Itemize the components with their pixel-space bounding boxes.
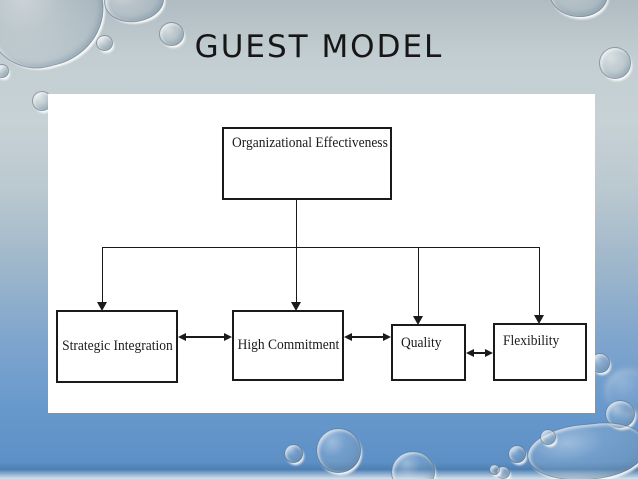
arrowhead-left-icon: [344, 333, 352, 341]
water-droplet-icon: [605, 400, 635, 428]
slide-title: GUEST MODEL: [194, 29, 444, 65]
double-arrow-si-hc: [178, 333, 232, 342]
connector-horizontal-bus: [102, 246, 540, 248]
node-label: High Commitment: [237, 337, 339, 353]
water-droplet-icon: [547, 0, 610, 20]
connector-to-quality: [417, 247, 419, 316]
arrowhead-left-icon: [466, 349, 474, 357]
node-high-commitment: High Commitment: [232, 310, 344, 381]
diagram-panel: Organizational Effectiveness Strategic I…: [48, 94, 595, 413]
connector-to-flexibility: [538, 247, 540, 315]
node-strategic-integration: Strategic Integration: [56, 310, 178, 383]
water-droplet-icon: [489, 464, 500, 475]
arrowhead-right-icon: [485, 349, 493, 357]
double-arrow-quality-flexibility: [466, 349, 493, 358]
arrowhead-down-icon: [534, 315, 544, 324]
arrowhead-down-icon: [413, 316, 423, 325]
node-label: Flexibility: [503, 333, 560, 349]
water-droplet-icon: [524, 418, 638, 479]
water-droplet-icon: [0, 64, 9, 78]
water-droplet-icon: [159, 22, 184, 46]
arrowhead-down-icon: [291, 302, 301, 311]
water-droplet-icon: [540, 429, 556, 445]
water-droplet-icon: [316, 428, 361, 473]
connector-to-high-commitment: [295, 247, 297, 302]
connector-to-strategic-integration: [101, 247, 103, 302]
arrowhead-left-icon: [178, 333, 186, 341]
water-droplet-icon: [96, 35, 113, 51]
double-arrow-hc-quality: [344, 333, 391, 342]
node-label: Organizational Effectiveness: [232, 135, 388, 151]
node-quality: Quality: [391, 324, 466, 381]
water-droplet-icon: [508, 445, 526, 463]
arrowhead-right-icon: [224, 333, 232, 341]
water-droplet-icon: [284, 444, 303, 463]
node-flexibility: Flexibility: [493, 323, 587, 381]
node-label: Quality: [401, 335, 442, 351]
water-droplet-icon: [599, 47, 631, 79]
arrowhead-right-icon: [383, 333, 391, 341]
connector-root-stem: [295, 200, 297, 247]
node-label: Strategic Integration: [61, 338, 173, 354]
node-organizational-effectiveness: Organizational Effectiveness: [222, 127, 392, 200]
water-droplet-icon: [100, 0, 168, 27]
water-droplet-icon: [391, 451, 435, 479]
arrowhead-down-icon: [97, 302, 107, 311]
